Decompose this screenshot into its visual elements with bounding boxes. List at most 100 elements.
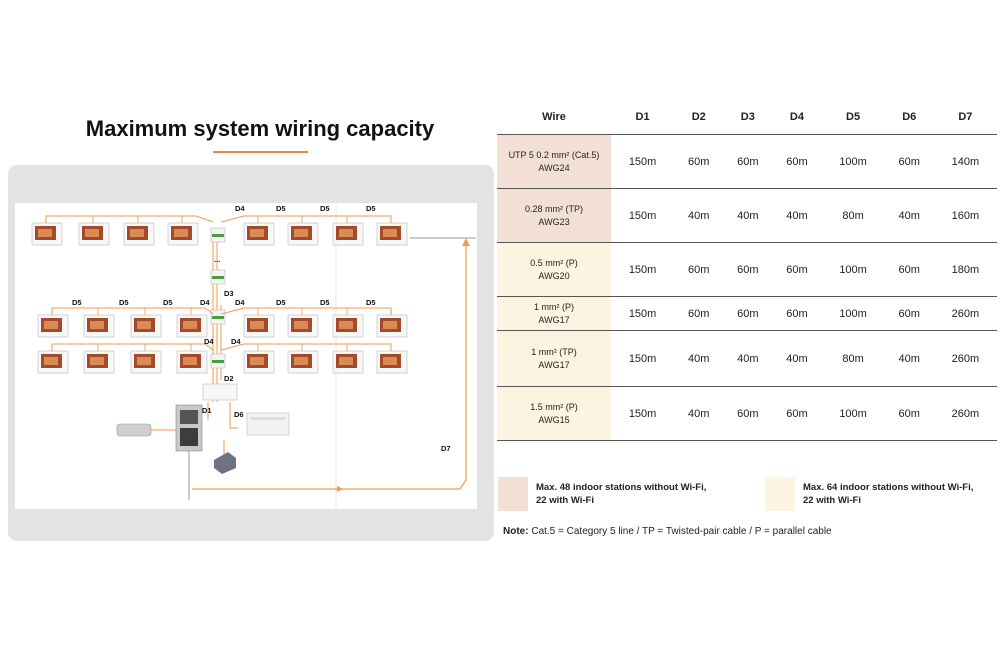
value-cell: 40m [674,330,724,387]
indoor-monitor [130,350,162,374]
switch-module [246,412,290,436]
label-d5-mid-1: D5 [72,298,82,307]
table-row: 1 mm² (TP)AWG17 150m 40m 40m 40m 80m 40m… [497,330,997,387]
label-d5-mid-2: D5 [119,298,129,307]
value-cell: 60m [674,296,724,331]
value-cell: 100m [821,134,885,189]
legend-text-2: Max. 64 indoor stations without Wi-Fi,22… [803,482,974,506]
value-cell: 80m [821,330,885,387]
value-cell: 60m [674,242,724,297]
header-d5: D5 [821,100,885,135]
d7-cable [192,242,467,490]
indoor-monitor [332,350,364,374]
label-d6: D6 [234,410,244,419]
header-d6: D6 [884,100,934,135]
note-text: Cat.5 = Category 5 line / TP = Twisted-p… [528,526,832,537]
label-d5-mid-6: D5 [366,298,376,307]
title-underline [213,151,308,153]
header-wire: Wire [497,100,611,135]
outdoor-station-keypad [180,428,198,446]
value-cell: 60m [674,134,724,189]
page-title: Maximum system wiring capacity [85,116,435,141]
value-cell: 260m [933,330,997,387]
label-d5-mid-3: D5 [163,298,173,307]
value-cell: 80m [821,188,885,243]
indoor-monitor [376,222,408,246]
value-cell: 140m [933,134,997,189]
chain-wire-left [45,215,214,223]
label-d5-top-1: D5 [276,204,286,213]
label-d4-low-left: D4 [204,337,214,346]
value-cell: 150m [611,296,675,331]
value-cell: 60m [772,134,822,189]
indoor-monitor [376,314,408,338]
value-cell: 150m [611,242,675,297]
value-cell: 60m [723,134,773,189]
d6-cable [229,402,238,429]
chain-wire-right [220,307,392,315]
outdoor-station-camera [180,410,198,424]
value-cell: 60m [884,296,934,331]
table-row: 0.5 mm² (P)AWG20 150m 60m 60m 60m 100m 6… [497,242,997,297]
value-cell: 160m [933,188,997,243]
value-cell: 60m [884,242,934,297]
power-supply [214,452,236,474]
indoor-monitor [176,350,208,374]
label-d2: D2 [224,374,234,383]
header-d3: D3 [723,100,773,135]
chain-wire-right [220,343,392,351]
value-cell: 60m [723,386,773,441]
wiring-capacity-table: Wire D1 D2 D3 D4 D5 D6 D7 UTP 5 0.2 mm² … [497,100,997,441]
label-d7: D7 [441,444,451,453]
legend-swatch-1 [498,477,528,511]
value-cell: 40m [723,188,773,243]
label-d4-mid-right: D4 [235,298,245,307]
value-cell: 40m [884,188,934,243]
value-cell: 260m [933,296,997,331]
table-row: 1.5 mm² (P)AWG15 150m 40m 60m 60m 100m 6… [497,386,997,441]
distributor-1-terminal [212,234,224,237]
value-cell: 60m [772,242,822,297]
value-cell: 150m [611,386,675,441]
indoor-monitor [78,222,110,246]
wire-cell: UTP 5 0.2 mm² (Cat.5)AWG24 [497,134,611,189]
value-cell: 180m [933,242,997,297]
indoor-monitor [243,222,275,246]
wire-cell: 1 mm² (P)AWG17 [497,296,611,331]
wire-cell: 0.28 mm² (TP)AWG23 [497,188,611,243]
switch-module-stripe [250,417,286,420]
d7-mid-arrow [337,486,343,492]
indoor-monitor [31,222,63,246]
legend-swatch-2 [765,477,795,511]
distributor-5-terminal [212,360,224,363]
wire-cell: 1.5 mm² (P)AWG15 [497,386,611,441]
value-cell: 40m [772,330,822,387]
label-d4-low-right: D4 [231,337,241,346]
indoor-monitor [37,314,69,338]
indoor-monitor [243,350,275,374]
header-d2: D2 [674,100,724,135]
label-d5-mid-4: D5 [276,298,286,307]
table-row: 0.28 mm² (TP)AWG23 150m 40m 40m 40m 80m … [497,188,997,243]
table-row: 1 mm² (P)AWG17 150m 60m 60m 60m 100m 60m… [497,296,997,331]
value-cell: 40m [674,188,724,243]
door-lock [116,423,152,437]
value-cell: 40m [723,330,773,387]
d7-arrow [462,238,470,246]
value-cell: 60m [884,134,934,189]
indoor-monitor [287,350,319,374]
indoor-monitor [376,350,408,374]
distributor-4-terminal [212,316,224,319]
value-cell: 150m [611,330,675,387]
indoor-monitor [123,222,155,246]
footnote: Note: Cat.5 = Category 5 line / TP = Twi… [503,526,832,537]
value-cell: 40m [772,188,822,243]
label-d5-top-2: D5 [320,204,330,213]
controller-d2 [202,383,238,401]
label-d3: D3 [224,289,234,298]
indoor-monitor [37,350,69,374]
indoor-monitor [243,314,275,338]
value-cell: 100m [821,242,885,297]
value-cell: 100m [821,296,885,331]
